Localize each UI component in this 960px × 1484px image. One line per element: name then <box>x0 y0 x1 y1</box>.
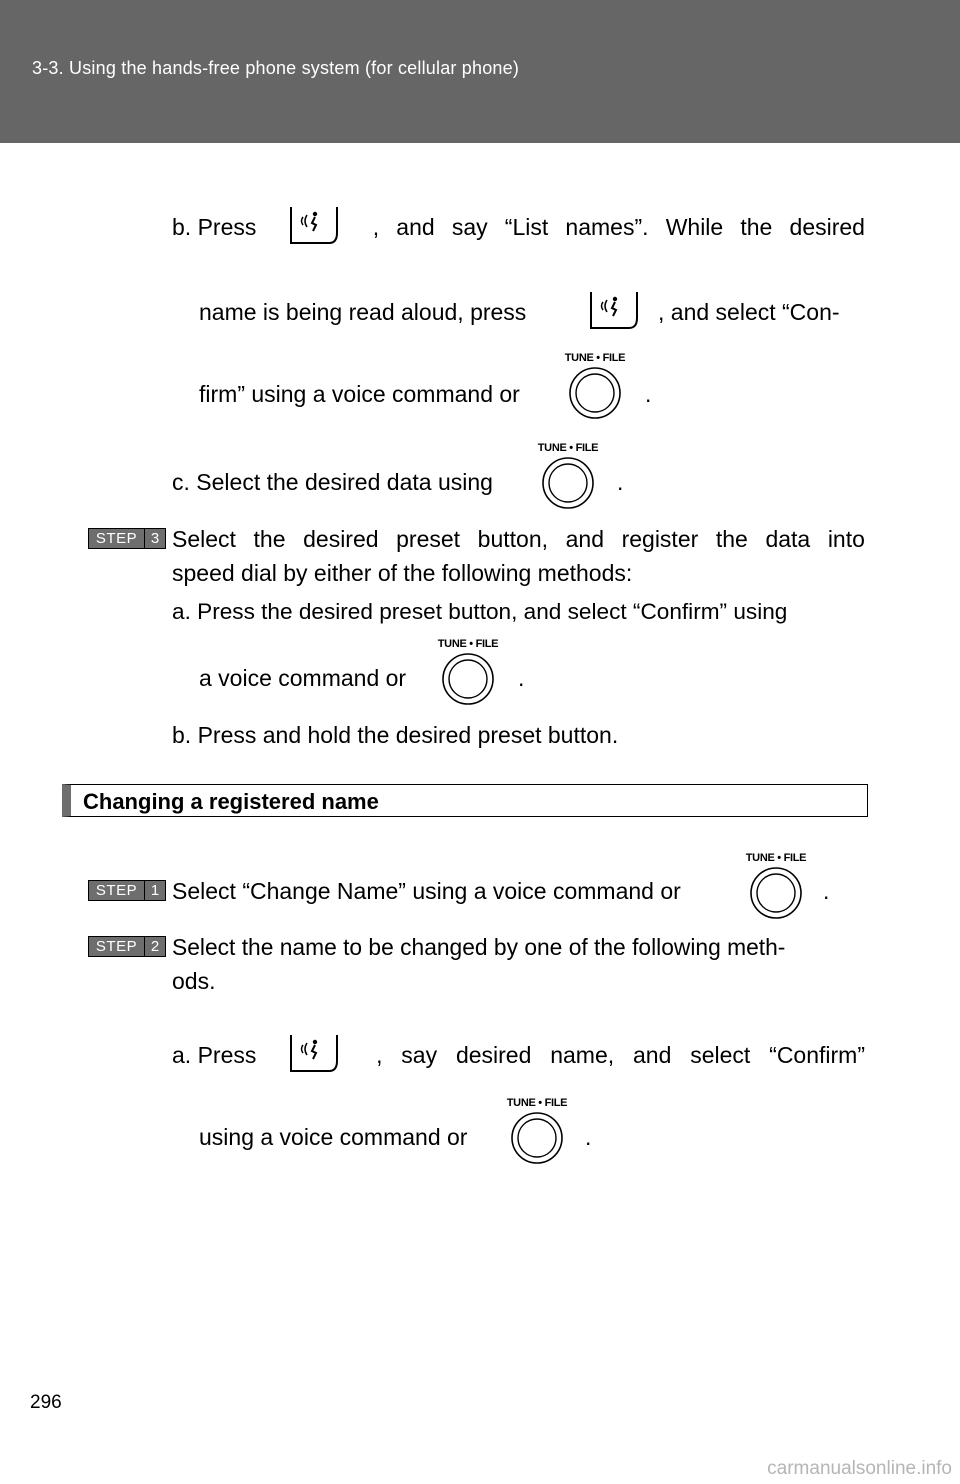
period: . <box>518 665 525 691</box>
period: . <box>823 878 830 904</box>
period: . <box>617 469 624 495</box>
step2-a-line-1: a. Press , say desired name, and select … <box>172 1042 865 1068</box>
tune-file-knob-icon: TUNE • FILE <box>741 852 811 924</box>
b-line-1: b. Press , and say “List names”. While t… <box>172 214 865 240</box>
step-badge-3: STEP 3 <box>88 528 166 549</box>
step3-line-1: Select the desired preset button, and re… <box>172 526 865 552</box>
voice-talk-icon <box>585 288 641 334</box>
watermark-url: carmanualsonline.info <box>767 1458 952 1479</box>
page-number: 296 <box>30 1392 62 1413</box>
step2-line-1: Select the name to be changed by one of … <box>172 934 786 960</box>
voice-talk-icon <box>285 203 341 249</box>
step2-a-line-2: using a voice command or <box>199 1124 468 1150</box>
b-line-2-b: , and select “Con- <box>658 299 840 325</box>
tune-file-knob-icon: TUNE • FILE <box>502 1097 572 1169</box>
b-line-3: firm” using a voice command or <box>199 381 520 407</box>
c-line: c. Select the desired data using <box>172 469 493 495</box>
tune-file-knob-icon: TUNE • FILE <box>533 442 603 514</box>
b-line-2-a: name is being read aloud, press <box>199 299 527 325</box>
period: . <box>645 381 652 407</box>
step-badge-1: STEP 1 <box>88 880 166 901</box>
step2-line-2: ods. <box>172 968 216 994</box>
voice-talk-icon <box>285 1031 341 1077</box>
step-badge-2: STEP 2 <box>88 936 166 957</box>
chapter-title: 3-3. Using the hands-free phone system (… <box>32 58 520 78</box>
page-header: 3-3. Using the hands-free phone system (… <box>0 0 960 143</box>
step3-b-line: b. Press and hold the desired preset but… <box>172 722 619 748</box>
step3-a-line-1: a. Press the desired preset button, and … <box>172 599 788 624</box>
step1-text: Select “Change Name” using a voice comma… <box>172 878 681 904</box>
tune-file-knob-icon: TUNE • FILE <box>560 352 630 424</box>
section-heading: Changing a registered name <box>62 784 868 817</box>
step3-a-line-2: a voice command or <box>199 665 407 691</box>
tune-file-knob-icon: TUNE • FILE <box>433 638 503 710</box>
step3-line-2: speed dial by either of the following me… <box>172 560 633 586</box>
period: . <box>585 1124 592 1150</box>
